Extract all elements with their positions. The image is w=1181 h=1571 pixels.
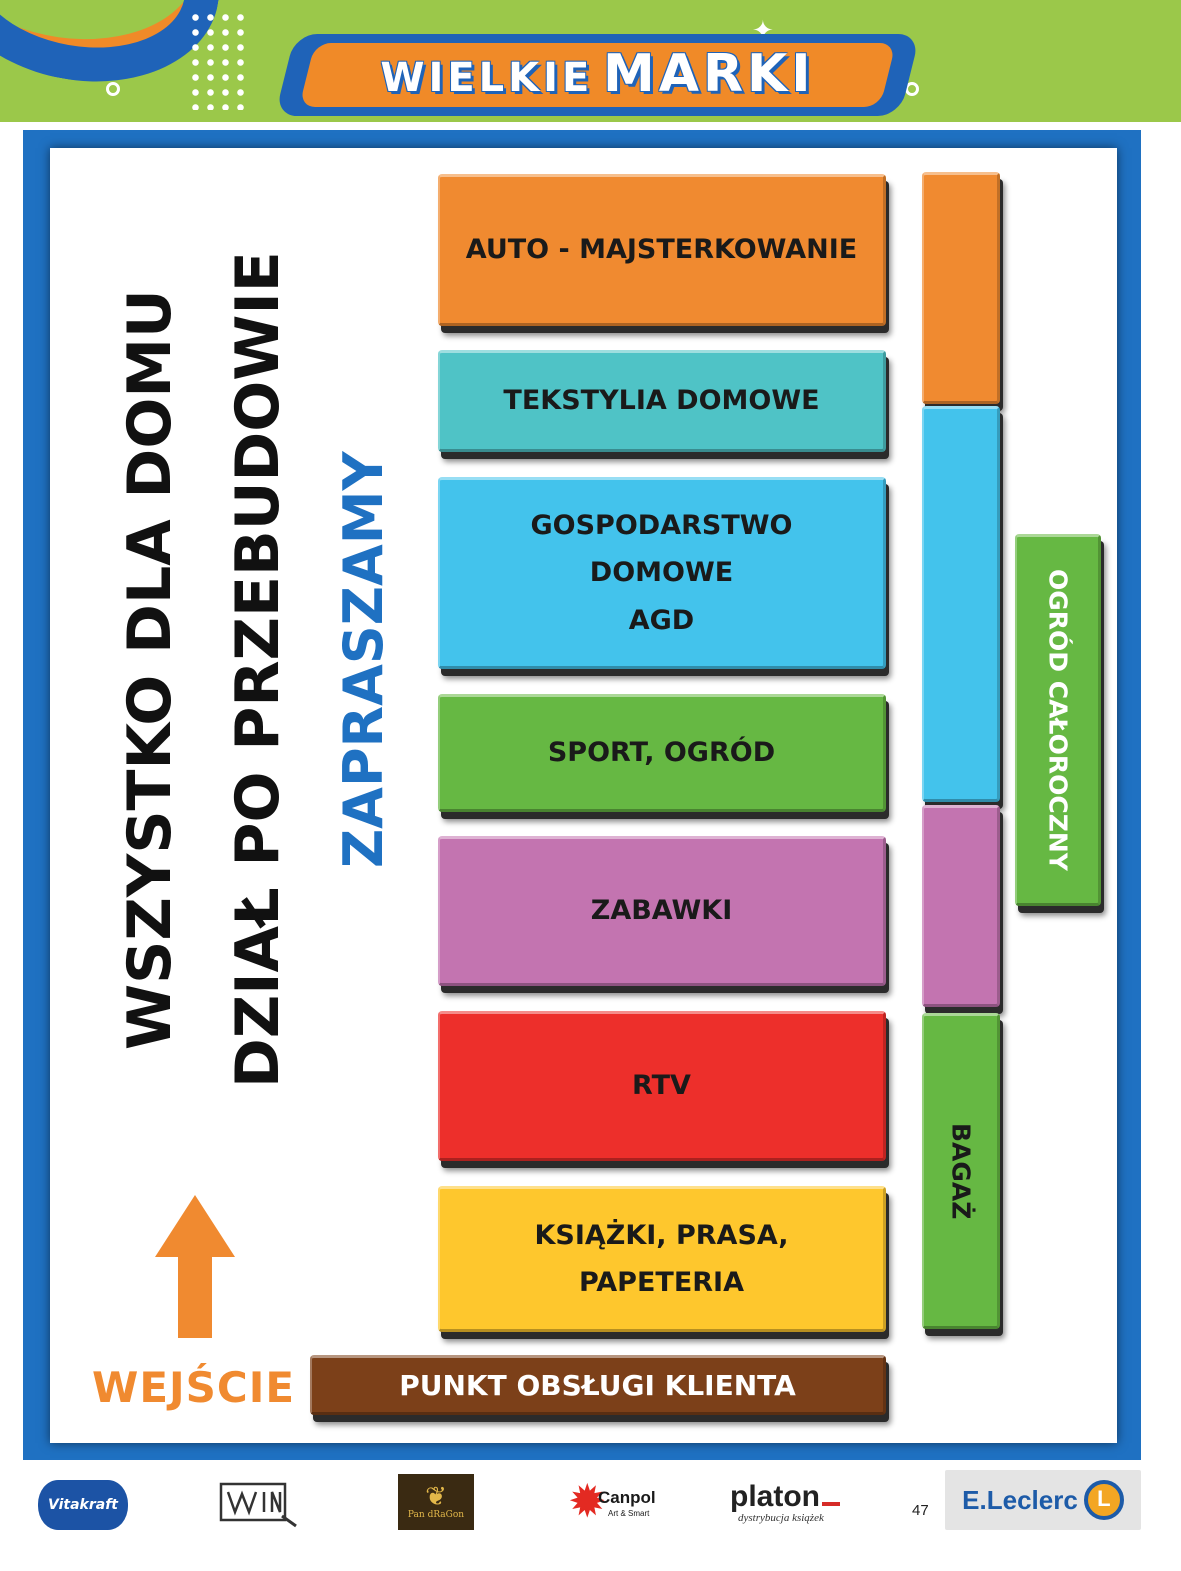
headline-line-1: WSZYSTKO DLA DOMU: [115, 289, 185, 1051]
department-label-line: GOSPODARSTWO: [530, 510, 793, 542]
canpol-logo-text: Canpol: [598, 1488, 656, 1507]
department-ogrod: OGRÓD CAŁOROCZNY: [1015, 534, 1101, 906]
canpol-logo: ✹ Canpol Art & Smart: [568, 1476, 658, 1530]
department-label-line: KSIĄŻKI, PRASA,: [534, 1219, 789, 1251]
win-logo-icon: [219, 1482, 297, 1528]
entrance-label: WEJŚCIE: [92, 1363, 296, 1412]
platon-logo-bar: [822, 1502, 840, 1506]
column-segment-blue: [922, 406, 1000, 802]
leclerc-logo: E.Leclerc: [945, 1470, 1141, 1530]
department-label: TEKSTYLIA DOMOWE: [503, 385, 820, 417]
column-segment-purple: [922, 805, 1000, 1007]
canpol-tagline: Art & Smart: [608, 1509, 650, 1518]
pandragon-logo-text: Pan dRaGon: [407, 1510, 465, 1520]
page-header: ✦ WIELKIE MARKI: [0, 0, 1181, 122]
department-zabawki: ZABAWKI: [438, 836, 886, 986]
leclerc-circle-icon: [1083, 1480, 1124, 1520]
department-label: AUTO - MAJSTERKOWANIE: [465, 234, 858, 266]
platon-tagline: dystrybucja książek: [738, 1512, 824, 1524]
entrance-arrow-icon: [155, 1195, 235, 1338]
page-title: WIELKIE MARKI: [285, 48, 910, 100]
department-label: RTV: [632, 1070, 691, 1102]
department-sport: SPORT, OGRÓD: [438, 694, 886, 812]
department-label: SPORT, OGRÓD: [547, 737, 776, 769]
department-bagaz: BAGAŻ: [922, 1013, 1000, 1329]
department-label-line: AGD: [628, 604, 695, 636]
pandragon-logo: ❦ Pan dRaGon: [398, 1474, 474, 1530]
vertical-headline: WSZYSTKO DLA DOMU DZIAŁ PO PRZEBUDOWIE Z…: [110, 251, 410, 1089]
department-label-line: PAPETERIA: [578, 1267, 745, 1298]
page-number: 47: [912, 1502, 929, 1519]
department-label: BAGAŻ: [946, 1122, 976, 1220]
department-auto: AUTO - MAJSTERKOWANIE: [438, 174, 886, 326]
department-rtv: RTV: [438, 1011, 886, 1161]
maple-leaf-icon: ✹: [568, 1474, 607, 1528]
win-logo: [218, 1480, 300, 1528]
platon-logo: platon dystrybucja książek: [730, 1476, 860, 1530]
leclerc-logo-text: E.Leclerc: [962, 1484, 1078, 1515]
column-segment-orange: [922, 172, 1000, 404]
dragon-icon: ❦: [425, 1482, 447, 1512]
department-gospodarstwo: GOSPODARSTWO DOMOWE AGD: [438, 477, 886, 669]
department-label: OGRÓD CAŁOROCZNY: [1043, 569, 1073, 871]
department-tekstylia: TEKSTYLIA DOMOWE: [438, 350, 886, 452]
department-label-line: DOMOWE: [589, 557, 734, 589]
vitakraft-logo-text: Vitakraft: [48, 1497, 118, 1513]
headline-line-2: DZIAŁ PO PRZEBUDOWIE: [223, 251, 293, 1089]
decorative-dot-grid: [188, 10, 248, 110]
title-badge: WIELKIE MARKI: [274, 34, 921, 116]
headline-invitation: ZAPRASZAMY: [332, 451, 395, 869]
decorative-ring: [106, 82, 120, 96]
title-word-big: MARKI: [602, 44, 815, 104]
department-label: ZABAWKI: [590, 895, 733, 927]
department-customer-service: PUNKT OBSŁUGI KLIENTA: [310, 1355, 886, 1415]
title-word-small: WIELKIE: [380, 55, 594, 101]
department-ksiazki: KSIĄŻKI, PRASA, PAPETERIA: [438, 1186, 886, 1332]
vitakraft-logo: Vitakraft: [38, 1480, 128, 1530]
platon-logo-text: platon: [730, 1480, 820, 1513]
department-label: PUNKT OBSŁUGI KLIENTA: [399, 1368, 796, 1402]
brand-footer: Vitakraft ❦ Pan dRaGon ✹ Canpol Art & Sm…: [0, 1462, 1181, 1571]
